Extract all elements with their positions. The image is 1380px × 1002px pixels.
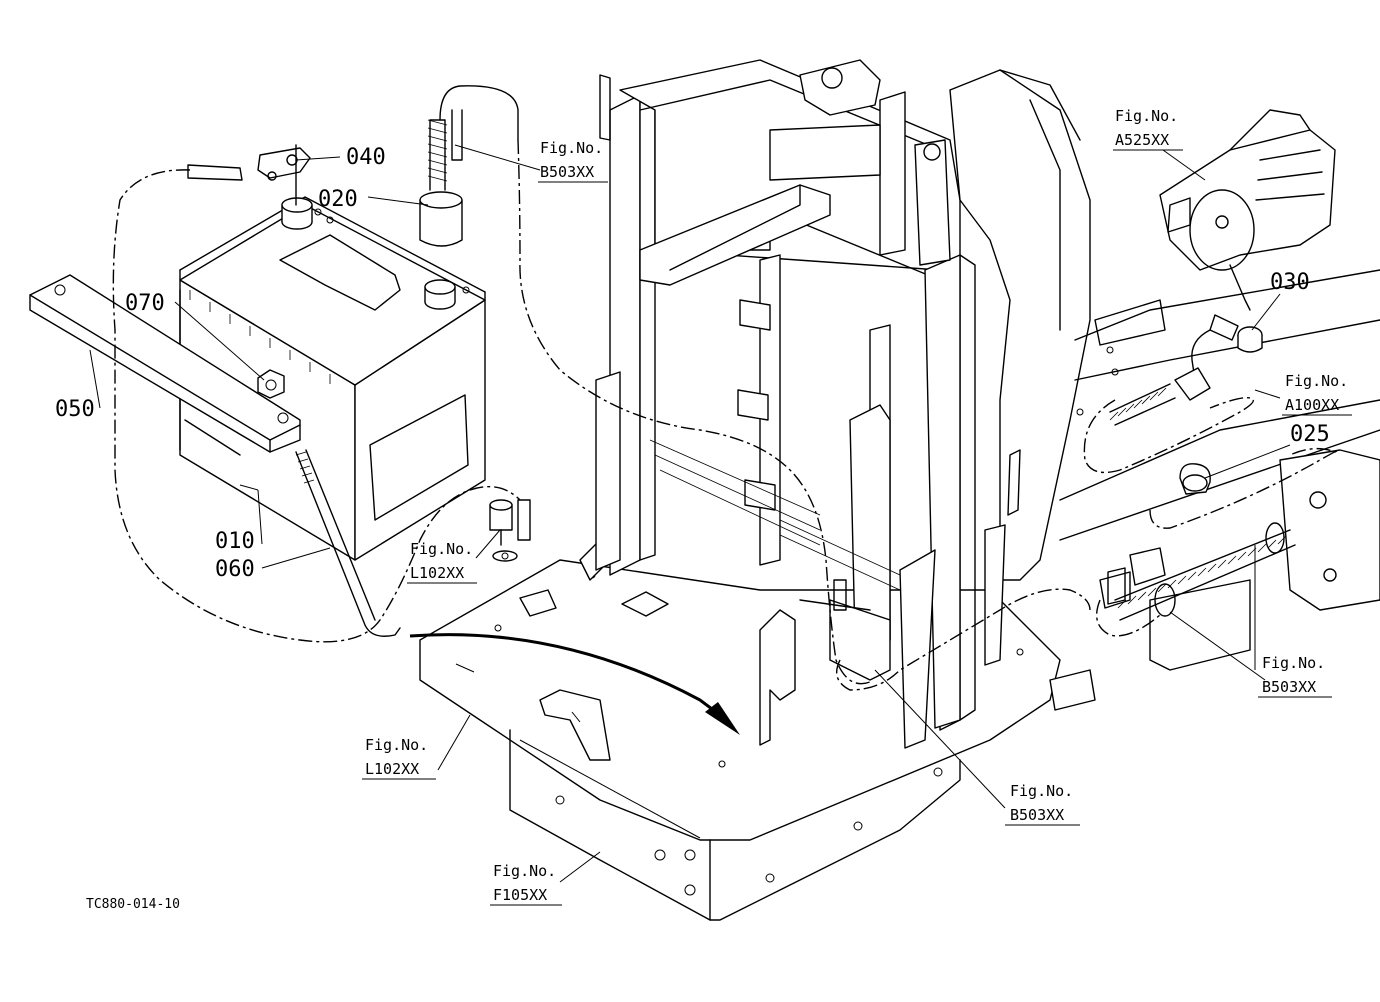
svg-text:B503XX: B503XX (1010, 806, 1064, 824)
fig-ref-l102-low: Fig.No. L102XX (362, 736, 436, 780)
starter-motor-drawing (1159, 109, 1336, 311)
fig-ref-a525: Fig.No. A525XX (1113, 107, 1183, 151)
fig-ref-l102-mid: Fig.No. L102XX (407, 540, 477, 584)
part-label-050: 050 (55, 397, 95, 422)
fig-ref-b503-low: Fig.No. B503XX (1005, 782, 1080, 826)
svg-text:Fig.No.: Fig.No. (493, 862, 556, 880)
svg-text:Fig.No.: Fig.No. (410, 540, 473, 558)
svg-text:Fig.No.: Fig.No. (1010, 782, 1073, 800)
svg-text:Fig.No.: Fig.No. (1285, 372, 1348, 390)
fig-ref-b503-top: Fig.No. B503XX (538, 139, 608, 183)
dashed-harness-outlines (112, 139, 1339, 691)
svg-text:B503XX: B503XX (1262, 678, 1316, 696)
starter-cable-drawing (1107, 314, 1296, 621)
fig-ref-f105: Fig.No. F105XX (490, 862, 562, 906)
part-label-025: 025 (1290, 422, 1330, 447)
svg-text:A525XX: A525XX (1115, 131, 1169, 149)
ground-bolt-drawing (489, 499, 531, 562)
positive-cable-drawing (419, 85, 519, 247)
negative-cable-drawing (187, 144, 311, 206)
part-label-030: 030 (1270, 270, 1310, 295)
part-label-020: 020 (318, 187, 358, 212)
hold-down-hardware-drawing (29, 274, 401, 637)
svg-text:Fig.No.: Fig.No. (365, 736, 428, 754)
figure-reference-labels: Fig.No. B503XX Fig.No. A525XX Fig.No. A1… (362, 107, 1352, 906)
part-label-010: 010 (215, 529, 255, 554)
chassis-frame-drawing (419, 59, 1380, 921)
leader-lines (89, 144, 1291, 883)
drawing-code: TC880-014-10 (86, 897, 180, 912)
svg-text:L102XX: L102XX (365, 760, 419, 778)
part-label-040: 040 (346, 145, 386, 170)
svg-text:F105XX: F105XX (493, 886, 547, 904)
ground-cable-arrow (409, 633, 740, 735)
part-label-060: 060 (215, 557, 255, 582)
part-label-070: 070 (125, 291, 165, 316)
fig-ref-b503-right: Fig.No. B503XX (1258, 654, 1332, 698)
svg-text:Fig.No.: Fig.No. (540, 139, 603, 157)
svg-text:L102XX: L102XX (410, 564, 464, 582)
svg-text:B503XX: B503XX (540, 163, 594, 181)
part-number-labels: 040 020 070 050 010 060 030 025 (55, 145, 1330, 582)
svg-text:Fig.No.: Fig.No. (1262, 654, 1325, 672)
svg-text:Fig.No.: Fig.No. (1115, 107, 1178, 125)
fig-ref-a100: Fig.No. A100XX (1282, 372, 1352, 416)
svg-text:A100XX: A100XX (1285, 396, 1339, 414)
